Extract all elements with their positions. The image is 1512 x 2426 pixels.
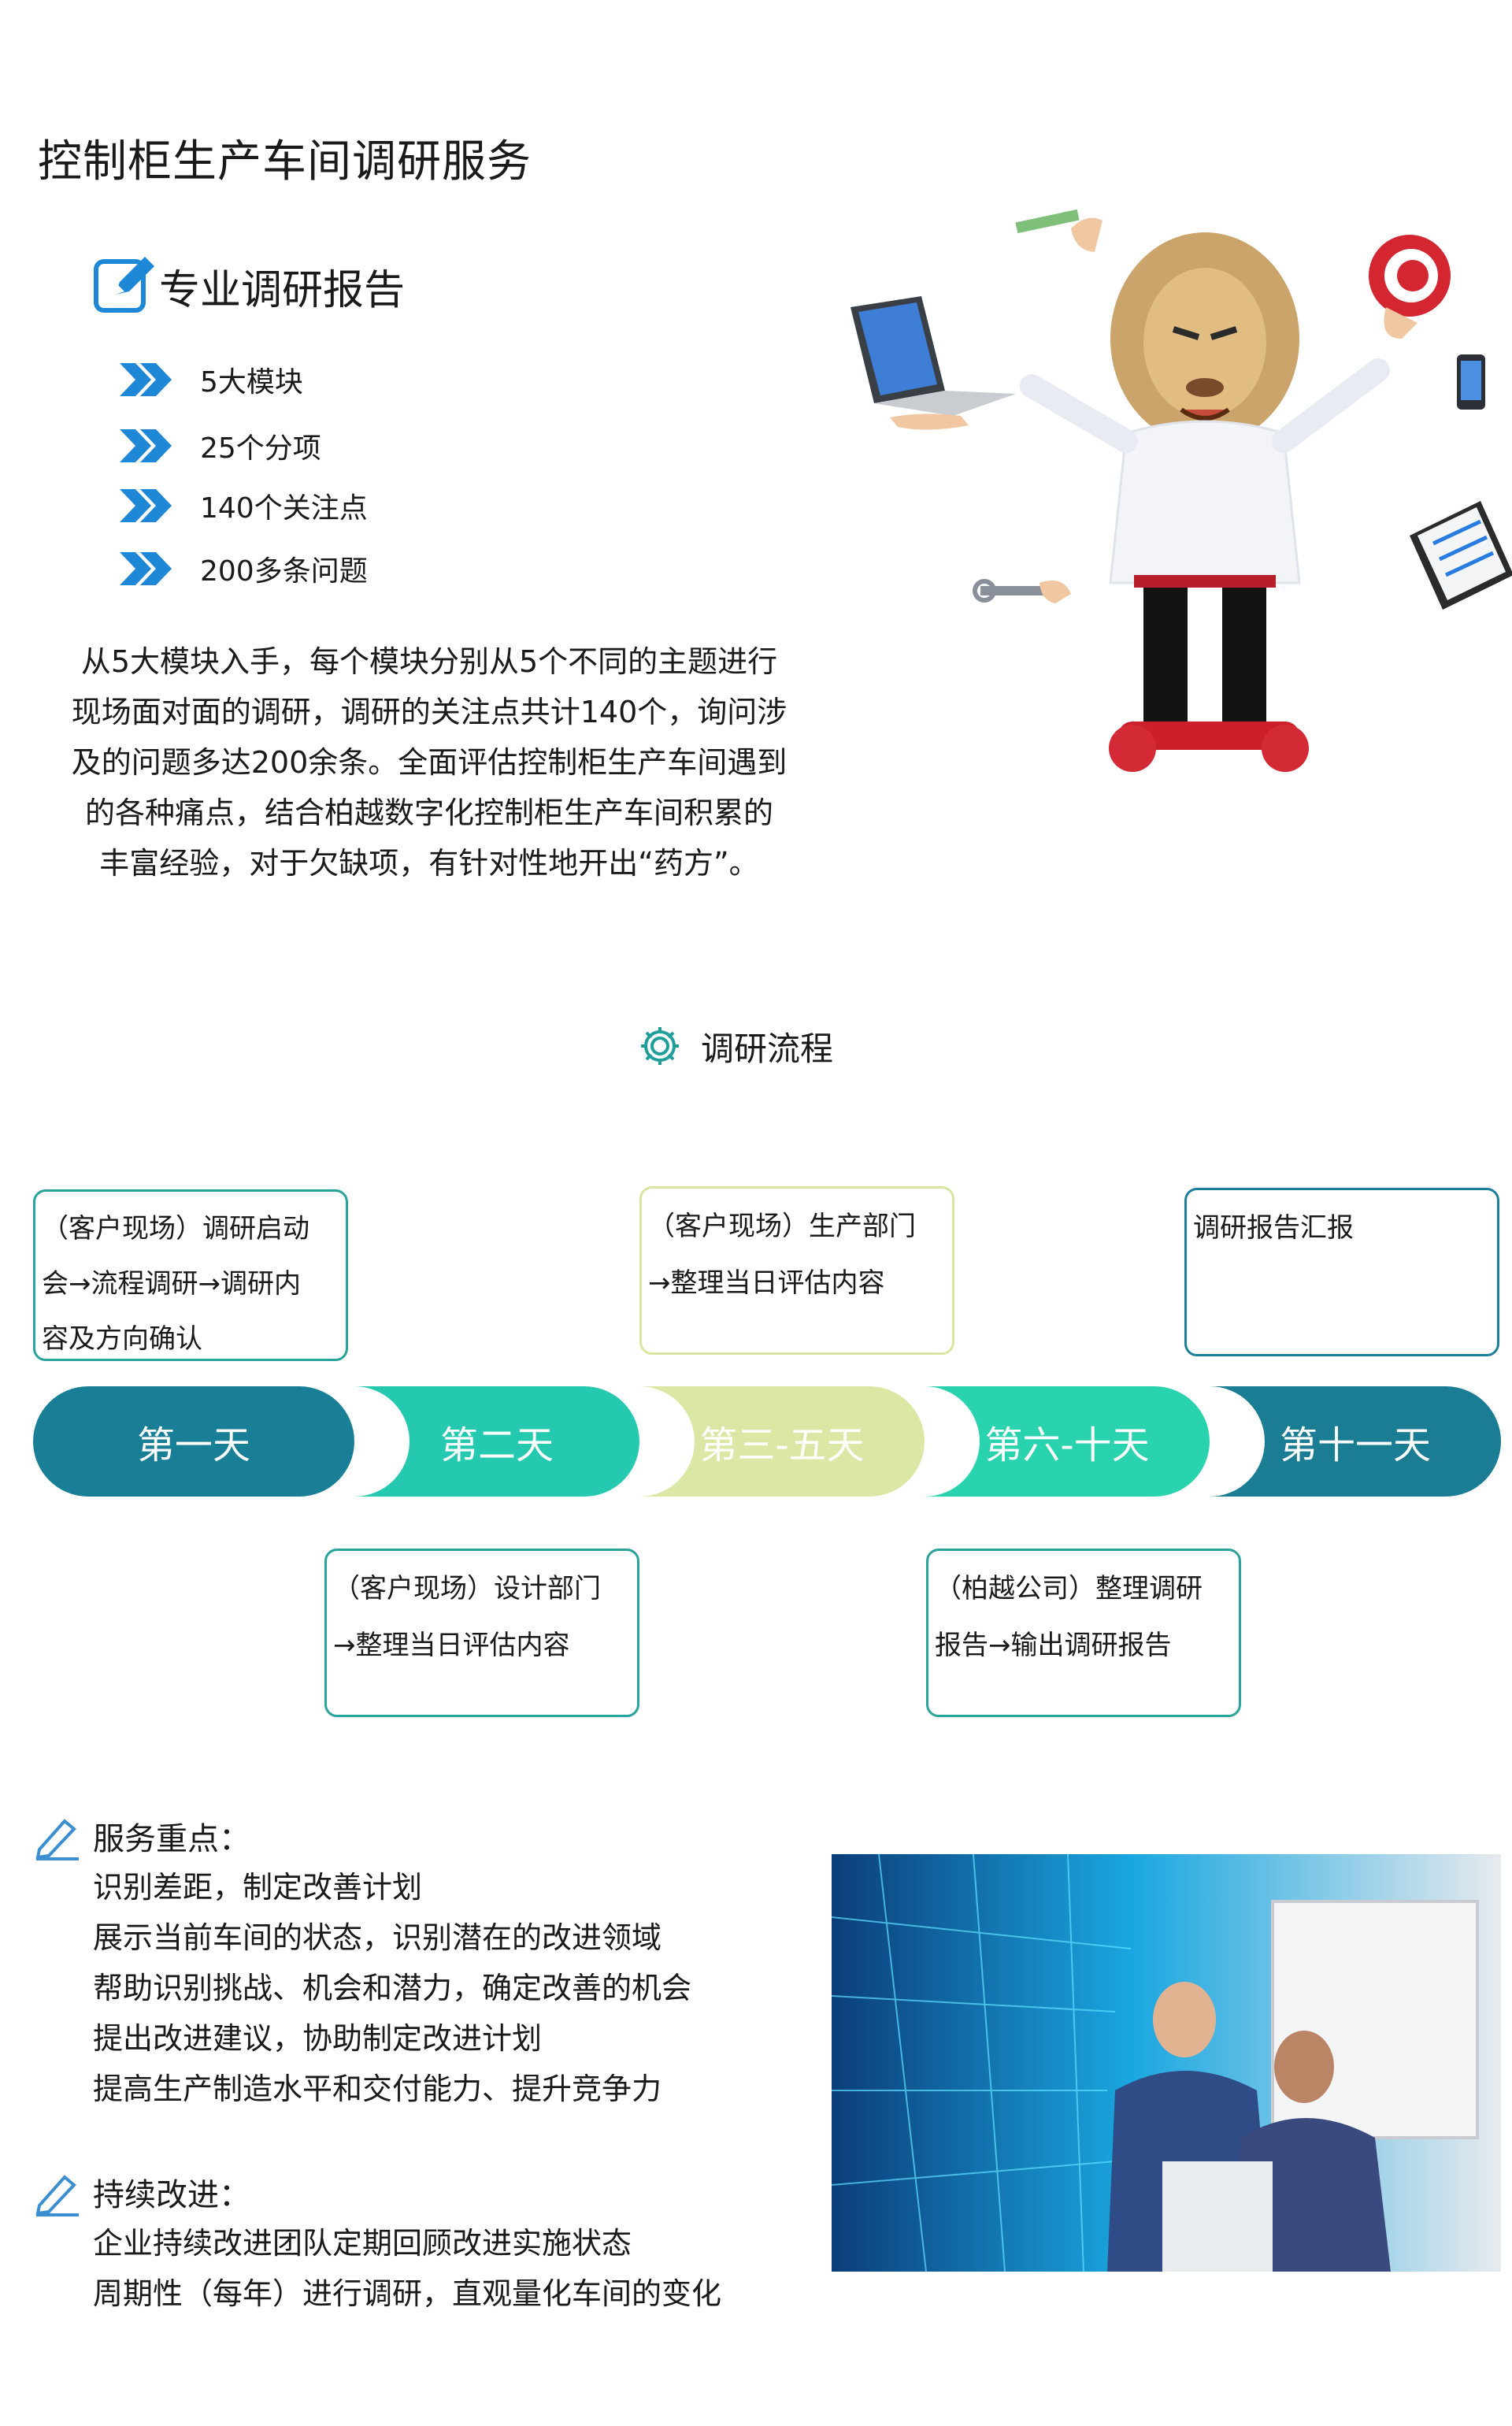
day-label: 第六-十天 (984, 1423, 1150, 1467)
lion-mascot-illustration (850, 209, 1512, 772)
box-line: （客户现场）生产部门 (648, 1211, 916, 1242)
box-line: 调研报告汇报 (1193, 1212, 1354, 1244)
day-label: 第一天 (136, 1423, 250, 1467)
list-item: 提高生产制造水平和交付能力、提升竞争力 (93, 2072, 662, 2106)
bullet-label: 25个分项 (200, 432, 321, 465)
phone-icon (1457, 354, 1485, 410)
megaphone-icon (1369, 235, 1451, 339)
double-chevron-icon (120, 363, 172, 396)
flow-step-box: （客户现场）调研启动 会→流程调研→调研内 容及方向确认 (33, 1189, 348, 1361)
flow-title: 调研流程 (701, 1029, 834, 1068)
double-chevron-icon (120, 429, 172, 462)
section-heading-label: 持续改进： (93, 2177, 250, 2213)
bullet-label: 5大模块 (200, 366, 303, 399)
bullet-label: 200多条问题 (200, 555, 368, 588)
box-line: （客户现场）调研启动 (42, 1213, 309, 1245)
flow-step-box: （客户现场）生产部门 →整理当日评估内容 (639, 1186, 954, 1355)
day-label: 第十一天 (1279, 1423, 1431, 1467)
report-title: 专业调研报告 (159, 267, 406, 314)
intro-line: 的各种痛点，结合柏越数字化控制柜生产车间积累的 (84, 796, 773, 830)
list-item: 识别差距，制定改善计划 (93, 1870, 423, 1905)
service-focus-list: 识别差距，制定改善计划 展示当前车间的状态，识别潜在的改进领域 帮助识别挑战、机… (93, 1862, 691, 2114)
flow-step-box: （客户现场）设计部门 →整理当日评估内容 (324, 1549, 639, 1717)
hoverboard-icon (1109, 721, 1309, 772)
pencil-icon (35, 2175, 79, 2216)
mascot-body (1020, 358, 1390, 721)
edit-document-icon (94, 257, 154, 313)
box-line: →整理当日评估内容 (648, 1267, 885, 1299)
box-line: 报告→输出调研报告 (935, 1630, 1172, 1661)
bullet-label: 140个关注点 (200, 492, 368, 525)
bullet-item: 140个关注点 (118, 485, 368, 526)
flow-day-1: 第一天 (33, 1386, 354, 1497)
lion-head (1110, 232, 1299, 445)
intro-line: 及的问题多达200余条。全面评估控制柜生产车间遇到 (71, 745, 788, 780)
bullet-item: 5大模块 (118, 359, 303, 400)
intro-line: 现场面对面的调研，调研的关注点共计140个，询问涉 (71, 695, 788, 729)
clipboard-icon (1410, 501, 1512, 610)
pencil-icon (35, 1819, 79, 1860)
wrench-icon (973, 579, 1071, 603)
list-item: 周期性（每年）进行调研，直观量化车间的变化 (93, 2276, 722, 2311)
double-chevron-icon (120, 489, 172, 522)
list-item: 提出改进建议，协助制定改进计划 (93, 2021, 543, 2056)
flow-step-box: 调研报告汇报 (1184, 1188, 1499, 1356)
section-heading-label: 服务重点： (93, 1821, 250, 1857)
day-label: 第二天 (439, 1423, 554, 1467)
intro-line: 丰富经验，对于欠缺项，有针对性地开出“药方”。 (99, 846, 759, 881)
continuous-improvement-list: 企业持续改进团队定期回顾改进实施状态 周期性（每年）进行调研，直观量化车间的变化 (93, 2218, 721, 2319)
factory-engineers-photo (832, 1854, 1501, 2272)
continuous-improvement-heading: 持续改进： (33, 2168, 250, 2216)
day-label: 第三-五天 (699, 1423, 865, 1467)
list-item: 展示当前车间的状态，识别潜在的改进领域 (93, 1920, 662, 1955)
pencil-icon (1015, 209, 1102, 252)
laptop-icon (850, 296, 1016, 430)
gear-icon (641, 1027, 679, 1065)
intro-line: 从5大模块入手，每个模块分别从5个不同的主题进行 (80, 644, 778, 679)
box-line: 容及方向确认 (42, 1323, 202, 1355)
box-line: 会→流程调研→调研内 (42, 1268, 301, 1300)
bullet-item: 200多条问题 (118, 548, 368, 589)
bullet-item: 25个分项 (118, 425, 321, 466)
service-focus-heading: 服务重点： (33, 1812, 250, 1860)
intro-paragraph: 从5大模块入手，每个模块分别从5个不同的主题进行 现场面对面的调研，调研的关注点… (55, 636, 803, 888)
double-chevron-icon (120, 552, 172, 585)
box-line: （柏越公司）整理调研 (935, 1573, 1203, 1604)
page-title: 控制柜生产车间调研服务 (38, 136, 532, 187)
list-item: 企业持续改进团队定期回顾改进实施状态 (93, 2226, 632, 2261)
flow-day-2: 第二天 (354, 1386, 639, 1497)
flow-day-11: 第十一天 (1210, 1386, 1501, 1497)
flow-step-box: （柏越公司）整理调研 报告→输出调研报告 (926, 1549, 1241, 1717)
box-line: →整理当日评估内容 (333, 1630, 570, 1661)
list-item: 帮助识别挑战、机会和潜力，确定改善的机会 (93, 1971, 692, 2005)
box-line: （客户现场）设计部门 (333, 1573, 601, 1604)
